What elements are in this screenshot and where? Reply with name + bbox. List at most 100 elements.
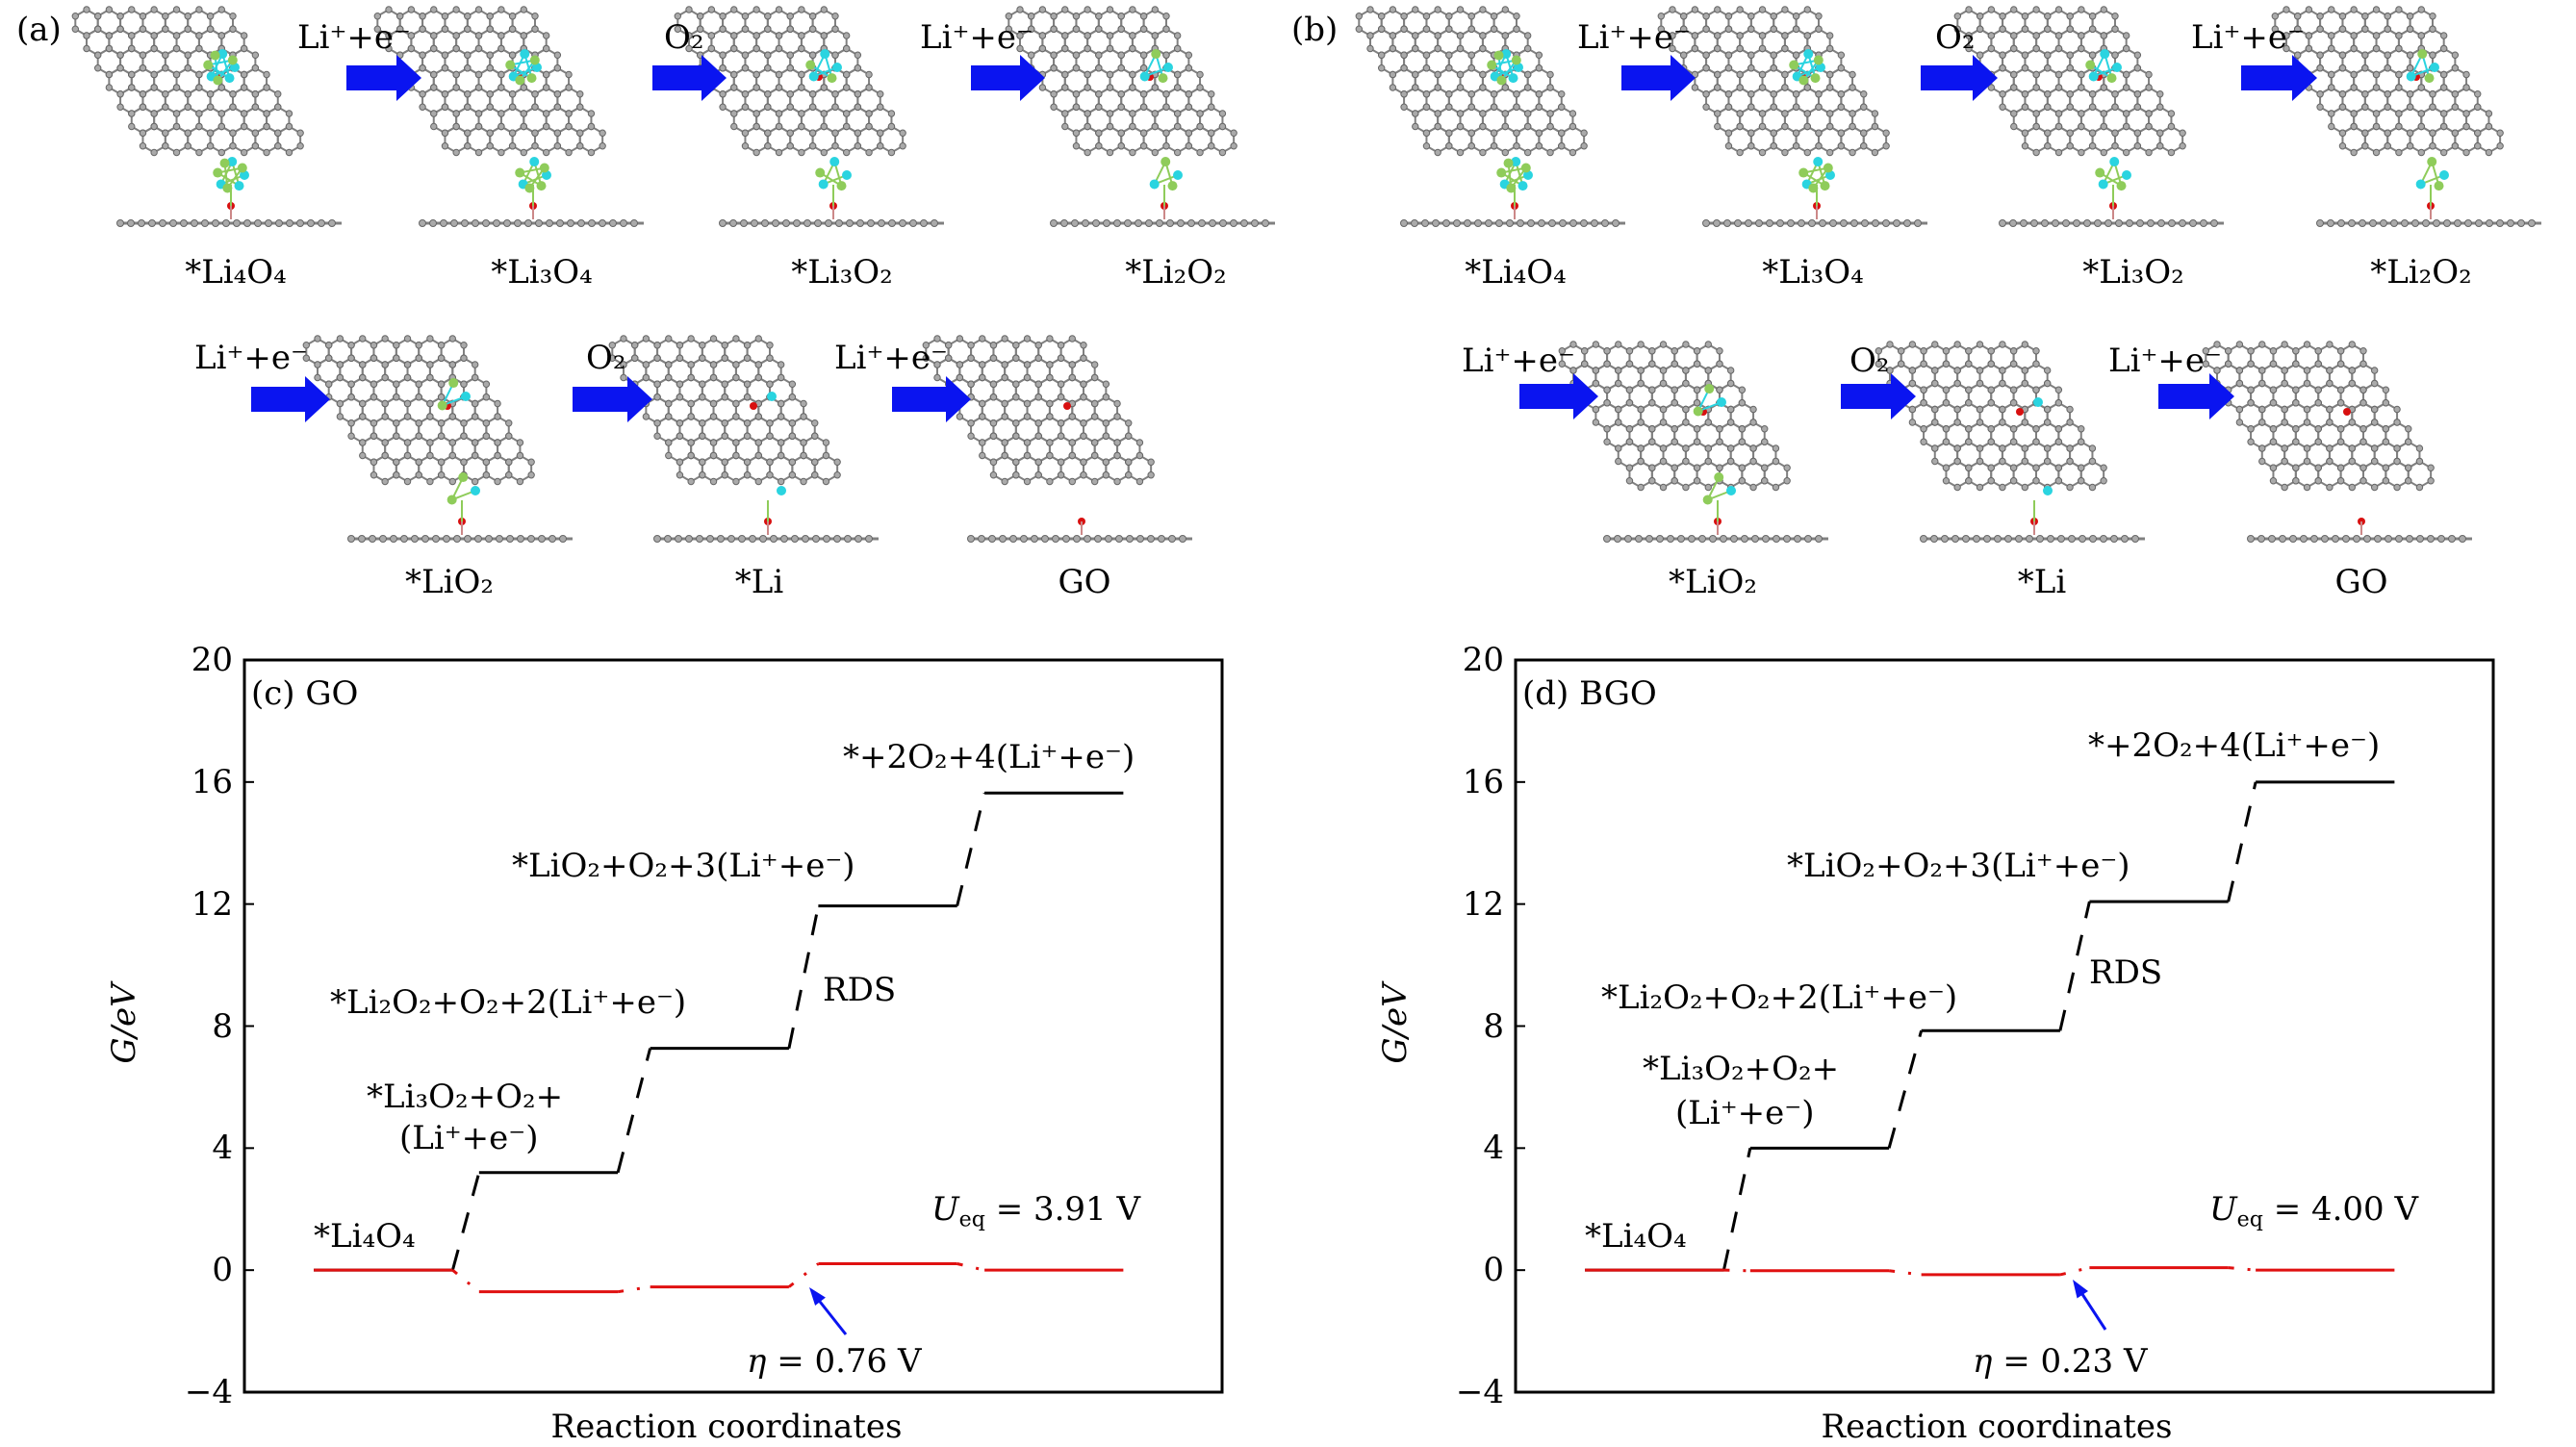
carbon-atom	[764, 64, 772, 72]
carbon-atom	[139, 129, 147, 137]
carbon-atom	[2054, 399, 2063, 407]
carbon-atom	[2486, 219, 2493, 227]
carbon-atom	[347, 380, 355, 388]
carbon-atom	[2021, 457, 2028, 466]
carbon-atom	[217, 32, 225, 39]
carbon-atom	[2078, 425, 2085, 433]
carbon-atom	[1080, 432, 1087, 440]
carbon-atom	[2021, 419, 2028, 426]
carbon-atom	[1709, 535, 1717, 543]
carbon-atom	[1803, 148, 1811, 157]
carbon-atom	[1023, 399, 1032, 408]
carbon-atom	[162, 142, 169, 150]
carbon-atom	[719, 13, 727, 20]
carbon-atom	[2156, 90, 2164, 98]
graphene-side-view	[1050, 202, 1275, 227]
oxygen-atom	[1798, 75, 1809, 86]
carbon-atom	[474, 148, 483, 157]
carbon-atom	[775, 70, 783, 79]
carbon-atom	[381, 439, 389, 446]
carbon-atom	[1001, 413, 1008, 420]
carbon-atom	[1050, 13, 1058, 20]
carbon-atom	[1072, 103, 1081, 111]
carbon-atom	[730, 32, 738, 39]
lithium-atom	[217, 49, 228, 60]
carbon-atom	[553, 90, 562, 98]
carbon-atom	[1434, 6, 1441, 13]
carbon-atom	[1062, 535, 1070, 543]
carbon-ring	[2091, 125, 2116, 154]
carbon-atom	[2361, 13, 2369, 20]
carbon-atom	[2054, 425, 2063, 433]
carbon-atom	[1569, 110, 1577, 117]
lithium-atom	[2100, 49, 2110, 60]
carbon-ring	[1673, 460, 1698, 489]
carbon-atom	[430, 122, 438, 131]
carbon-atom	[1422, 142, 1431, 150]
carbon-atom	[709, 361, 718, 368]
carbon-atom	[240, 148, 248, 157]
carbon-ring	[231, 125, 257, 154]
carbon-atom	[865, 70, 873, 79]
carbon-atom	[1535, 90, 1543, 98]
carbon-atom	[2054, 84, 2063, 91]
oxygen-atom	[1789, 60, 1799, 70]
carbon-atom	[1479, 44, 1487, 53]
carbon-atom	[1667, 535, 1674, 543]
carbon-atom	[1730, 535, 1738, 543]
carbon-atom	[741, 90, 750, 98]
carbon-atom	[1432, 219, 1440, 227]
carbon-atom	[1931, 457, 1939, 466]
carbon-atom	[1747, 129, 1755, 137]
carbon-atom	[1999, 341, 2006, 348]
carbon-atom	[516, 451, 524, 460]
carbon-ring	[1075, 125, 1100, 154]
carbon-atom	[2305, 6, 2313, 13]
carbon-atom	[2395, 84, 2403, 91]
carbon-atom	[1355, 13, 1364, 20]
carbon-atom	[1046, 399, 1054, 408]
carbon-atom	[1050, 90, 1058, 98]
carbon-atom	[486, 64, 494, 72]
carbon-atom	[2021, 142, 2029, 150]
oxygen-atom	[1167, 181, 1178, 191]
lithium-atom	[240, 170, 249, 180]
lithium-atom	[224, 73, 235, 84]
carbon-atom	[1106, 84, 1114, 91]
carbon-atom	[1691, 44, 1699, 53]
carbon-atom	[979, 373, 986, 382]
carbon-atom	[707, 6, 716, 13]
carbon-atom	[2126, 219, 2133, 227]
carbon-atom	[1736, 6, 1744, 13]
carbon-atom	[788, 393, 797, 401]
carbon-atom	[1580, 360, 1589, 368]
carbon-atom	[786, 103, 794, 111]
carbon-atom	[687, 413, 695, 420]
carbon-atom	[471, 361, 479, 368]
carbon-ring	[879, 125, 905, 154]
carbon-atom	[1072, 25, 1081, 33]
carbon-atom	[822, 439, 830, 446]
lithium-atom	[829, 157, 840, 167]
carbon-atom	[967, 432, 975, 440]
graphene-top-view	[1657, 6, 1890, 157]
carbon-atom	[856, 219, 864, 227]
carbon-atom	[1125, 458, 1133, 466]
carbon-ring	[1470, 125, 1495, 154]
carbon-atom	[1082, 219, 1089, 227]
carbon-atom	[1815, 129, 1823, 137]
carbon-atom	[1034, 354, 1042, 362]
carbon-atom	[162, 13, 169, 20]
carbon-atom	[1057, 380, 1065, 388]
carbon-atom	[620, 219, 627, 227]
carbon-atom	[1755, 219, 1763, 227]
oxygen-atom	[1702, 495, 1713, 505]
carbon-atom	[820, 148, 828, 157]
carbon-atom	[709, 399, 718, 408]
carbon-atom	[1073, 535, 1081, 543]
carbon-atom	[732, 373, 740, 382]
carbon-atom	[1173, 110, 1182, 117]
carbon-atom	[1920, 360, 1927, 368]
carbon-atom	[565, 84, 573, 91]
carbon-atom	[1467, 64, 1475, 72]
